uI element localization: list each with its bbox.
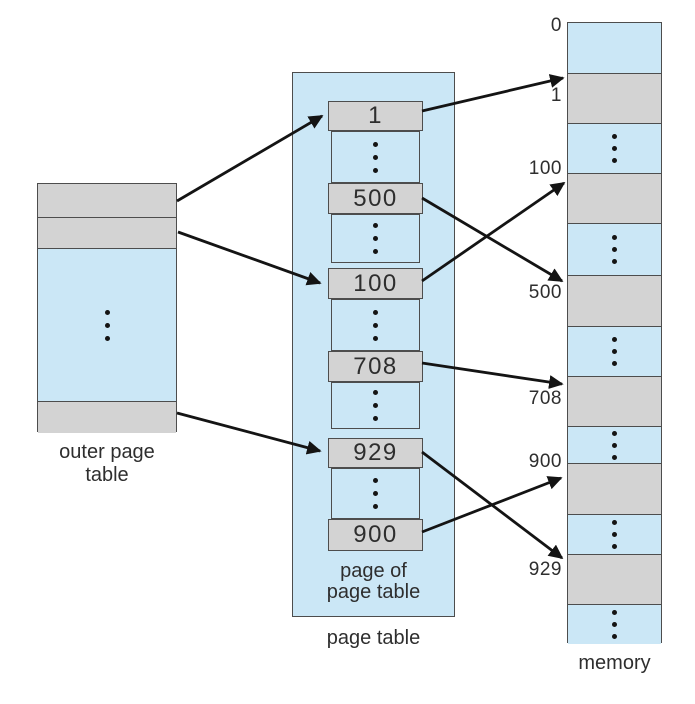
vertical-ellipsis-icon xyxy=(568,124,661,173)
dot xyxy=(373,236,378,241)
page-table-entry-1: 1 xyxy=(328,101,423,131)
memory-frame-label-900: 900 xyxy=(528,451,562,472)
dot xyxy=(373,167,378,173)
page-table-dots xyxy=(331,299,420,351)
memory-label: memory xyxy=(578,652,651,674)
dot xyxy=(373,223,378,228)
dot xyxy=(612,361,617,366)
dot xyxy=(373,390,378,395)
memory-column xyxy=(567,22,662,644)
vertical-ellipsis-icon xyxy=(332,132,419,182)
dot xyxy=(373,504,378,509)
vertical-ellipsis-icon xyxy=(568,327,661,376)
outer-page-table-label: outer page table xyxy=(59,441,155,486)
dot xyxy=(612,544,617,549)
dot xyxy=(612,430,617,436)
memory-frame-label-0: 0 xyxy=(550,15,562,36)
dot xyxy=(612,634,617,639)
memory-frame-row-1 xyxy=(568,73,661,123)
dot xyxy=(373,249,378,254)
dot xyxy=(373,491,378,496)
dot xyxy=(104,322,110,328)
dot xyxy=(104,309,110,315)
outer-page-table-entry-1 xyxy=(38,217,176,248)
memory-frame-label-708: 708 xyxy=(528,388,562,409)
memory-frame-row-4 xyxy=(568,223,661,275)
memory-frame-label-500: 500 xyxy=(528,282,562,303)
vertical-ellipsis-icon xyxy=(568,605,661,644)
dot xyxy=(612,454,617,460)
outer-page-table-dots-region xyxy=(38,248,176,401)
dot xyxy=(373,335,378,341)
dot xyxy=(612,337,617,342)
vertical-ellipsis-icon xyxy=(332,215,419,262)
page-table-entry-100: 100 xyxy=(328,268,423,299)
page-table-dots xyxy=(331,214,420,263)
page-table-entry-900: 900 xyxy=(328,519,423,551)
dot xyxy=(612,158,617,163)
memory-frame-row-11 xyxy=(568,554,661,604)
page-table-entry-500: 500 xyxy=(328,183,423,214)
dot xyxy=(612,349,617,354)
page-table-box: page of page table 1 500 100 708 929 900 xyxy=(292,72,455,617)
vertical-ellipsis-icon xyxy=(38,249,176,401)
page-of-page-table-label: page of page table xyxy=(326,560,421,603)
dot xyxy=(612,442,617,448)
dot xyxy=(612,532,617,537)
outer-page-table-entry-3 xyxy=(38,401,176,433)
memory-frame-label-929: 929 xyxy=(528,559,562,580)
vertical-ellipsis-icon xyxy=(332,300,419,350)
vertical-ellipsis-icon xyxy=(332,469,419,518)
dot xyxy=(373,309,378,315)
memory-frame-label-100: 100 xyxy=(528,158,562,179)
dot xyxy=(612,134,617,139)
dot xyxy=(612,259,617,264)
outer-page-table-entry-0 xyxy=(38,184,176,217)
memory-frame-row-9 xyxy=(568,463,661,514)
vertical-ellipsis-icon xyxy=(332,383,419,428)
page-table-dots xyxy=(331,382,420,429)
dot xyxy=(612,520,617,525)
dot xyxy=(373,403,378,408)
dot xyxy=(104,335,110,341)
memory-frame-label-1: 1 xyxy=(550,85,562,106)
memory-frame-row-7 xyxy=(568,376,661,426)
page-table-label: page table xyxy=(326,627,421,649)
memory-frame-row-3 xyxy=(568,173,661,223)
memory-frame-row-5 xyxy=(568,275,661,326)
dot xyxy=(612,610,617,615)
dot xyxy=(373,141,378,147)
dot xyxy=(373,416,378,421)
page-table-entry-708: 708 xyxy=(328,351,423,382)
memory-frame-row-8 xyxy=(568,426,661,463)
dot xyxy=(612,247,617,252)
memory-frame-row-0 xyxy=(568,23,661,73)
memory-frame-row-2 xyxy=(568,123,661,173)
dot xyxy=(373,322,378,328)
page-table-dots xyxy=(331,468,420,519)
outer-page-table xyxy=(37,183,177,433)
dot xyxy=(612,146,617,151)
vertical-ellipsis-icon xyxy=(568,224,661,275)
page-table-dots xyxy=(331,131,420,183)
memory-frame-row-6 xyxy=(568,326,661,376)
dot xyxy=(612,622,617,627)
dot xyxy=(373,478,378,483)
memory-frame-row-12 xyxy=(568,604,661,644)
dot xyxy=(373,154,378,160)
dot xyxy=(612,235,617,240)
memory-frame-row-10 xyxy=(568,514,661,554)
vertical-ellipsis-icon xyxy=(568,427,661,463)
vertical-ellipsis-icon xyxy=(568,515,661,554)
page-table-entry-929: 929 xyxy=(328,438,423,468)
